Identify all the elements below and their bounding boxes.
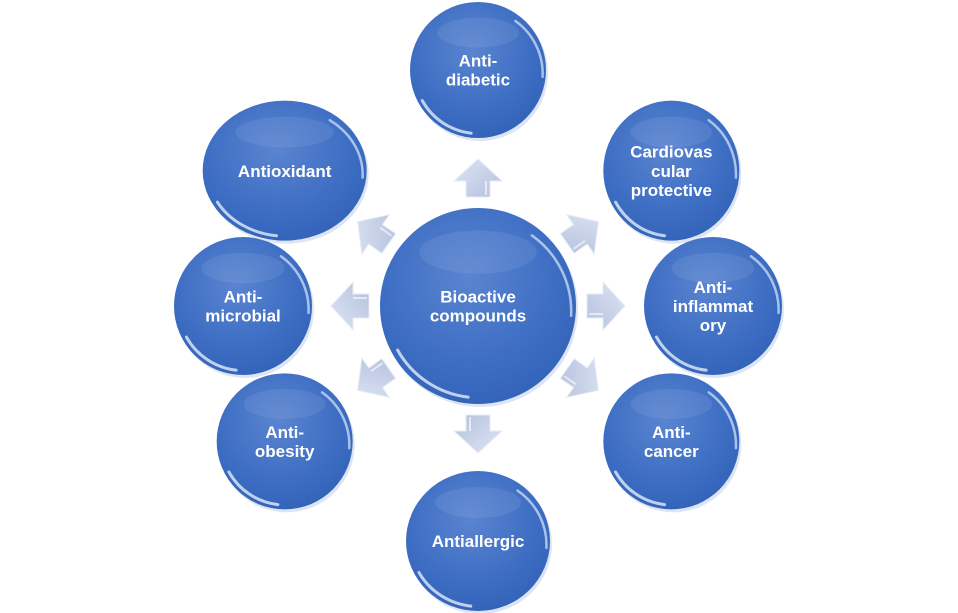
node-circle	[644, 237, 782, 375]
node-rim-highlight	[514, 19, 544, 79]
node-circle	[406, 471, 550, 611]
arrow-bevel	[572, 240, 586, 250]
arrow-shape	[330, 280, 370, 332]
node-rim-highlight	[707, 391, 738, 450]
node-label-line: protective	[631, 181, 712, 200]
arrow-to-anti-diabetic	[452, 158, 504, 198]
node-label-line: Anti-	[265, 423, 304, 442]
node-gloss	[419, 230, 537, 274]
node-rim-highlight	[320, 391, 351, 450]
node-rim-highlight	[530, 234, 573, 318]
node-gloss	[630, 116, 713, 148]
node-rim-highlight	[614, 200, 667, 238]
node-label-line: Antiallergic	[432, 532, 525, 551]
node-gloss	[243, 389, 326, 419]
node-gloss	[235, 116, 334, 148]
arrow-to-cardiovascular-protective	[559, 213, 599, 256]
arrow-shape	[559, 213, 599, 256]
node-anti-microbial: Anti-microbial	[174, 237, 314, 378]
node-gloss	[630, 389, 713, 419]
node-rim-highlight	[396, 348, 470, 399]
arrow-to-anti-inflammatory	[586, 280, 626, 332]
arrows-layer	[330, 158, 626, 454]
node-rim-highlight	[654, 335, 708, 372]
node-rim-highlight	[707, 118, 738, 179]
node-gloss	[437, 17, 519, 48]
node-antiallergic: Antiallergic	[406, 471, 552, 613]
node-label-line: cancer	[644, 442, 699, 461]
node-label-line: Cardiovas	[630, 143, 712, 162]
node-label-line: Anti-	[652, 423, 691, 442]
arrow-to-anti-obesity	[357, 356, 397, 399]
node-label-line: compounds	[430, 307, 526, 326]
node-rim-highlight	[614, 470, 667, 507]
arrow-shape	[452, 414, 504, 454]
node-rim-highlight	[417, 571, 473, 608]
arrow-shape	[357, 356, 397, 399]
node-label-line: cular	[651, 162, 692, 181]
node-circle	[603, 100, 740, 241]
node-circle	[202, 100, 367, 241]
node-gloss	[434, 487, 522, 518]
node-label-line: ory	[700, 316, 727, 335]
node-circle	[174, 237, 312, 375]
node-rim-highlight	[749, 255, 780, 315]
node-anti-diabetic: Anti-diabetic	[410, 2, 548, 141]
node-label-line: Antioxidant	[238, 162, 332, 181]
node-circle	[603, 373, 740, 510]
arrow-to-anti-microbial	[330, 280, 370, 332]
node-label-line: Bioactive	[440, 288, 516, 307]
node-label-line: inflammat	[673, 297, 754, 316]
arrow-shape	[586, 280, 626, 332]
node-circle	[410, 2, 546, 138]
node-rim-highlight	[279, 255, 310, 315]
arrow-shape	[452, 158, 504, 198]
node-rim-highlight	[516, 489, 548, 550]
node-label-line: obesity	[255, 442, 315, 461]
arrow-shape	[357, 213, 397, 256]
arrow-to-anti-cancer	[559, 356, 599, 399]
node-gloss	[671, 252, 755, 284]
arrow-bevel	[563, 375, 577, 386]
node-rim-highlight	[215, 200, 278, 238]
node-label-line: Anti-	[224, 288, 263, 307]
arrow-to-antiallergic	[452, 414, 504, 454]
node-label-line: Anti-	[459, 52, 498, 71]
node-rim-highlight	[420, 99, 473, 135]
node-anti-obesity: Anti-obesity	[216, 373, 355, 513]
arrow-shape	[559, 356, 599, 399]
arrow-to-antioxidant	[357, 213, 397, 256]
node-label-line: diabetic	[446, 71, 510, 90]
nodes-layer: BioactivecompoundsAnti-diabeticCardiovas…	[174, 2, 784, 613]
node-rim-highlight	[328, 118, 364, 179]
node-circle	[216, 373, 353, 510]
arrow-bevel	[370, 362, 384, 372]
node-label-line: microbial	[205, 307, 281, 326]
node-circle	[380, 208, 576, 404]
node-label-line: Anti-	[694, 278, 733, 297]
arrow-bevel	[379, 226, 393, 237]
node-antioxidant: Antioxidant	[202, 100, 369, 244]
node-anti-cancer: Anti-cancer	[603, 373, 742, 513]
node-rim-highlight	[227, 470, 280, 507]
node-rim-highlight	[184, 335, 238, 372]
node-gloss	[201, 252, 285, 284]
